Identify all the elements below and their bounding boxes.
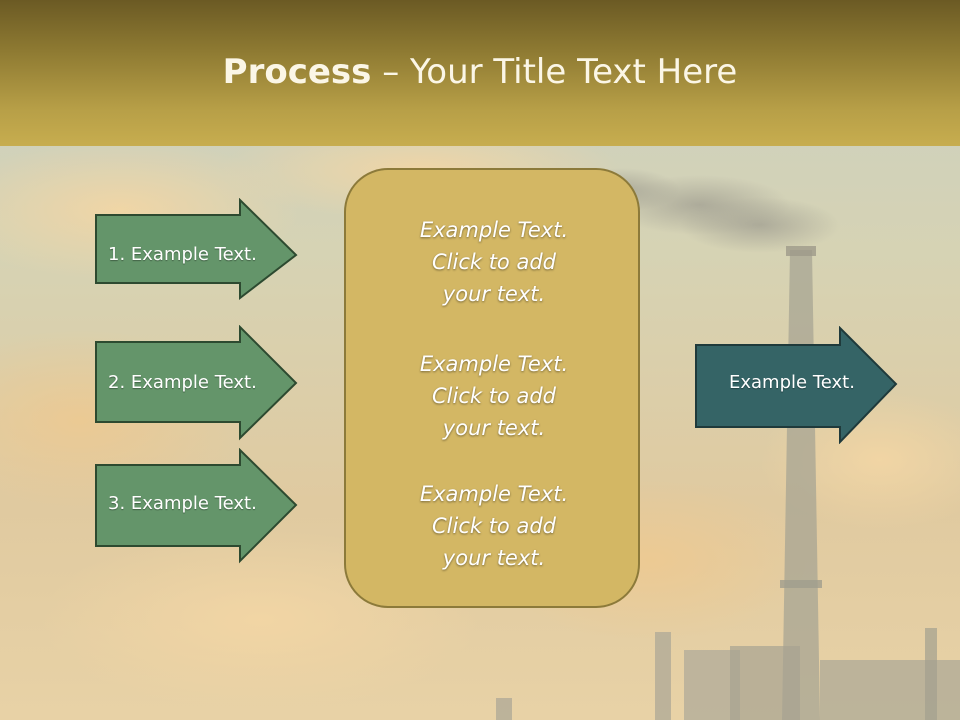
title-rest: Your Title Text Here	[410, 52, 738, 92]
center-block-3-line1: Example Text.	[419, 482, 569, 506]
center-block-1-line2: Click to add	[431, 250, 556, 274]
center-block-1: Example Text. Click to add your text.	[346, 214, 642, 310]
step-label-1: 1. Example Text.	[108, 244, 257, 265]
step-arrow-1[interactable]	[94, 198, 300, 302]
step-arrow-2[interactable]	[94, 325, 300, 441]
step-arrow-3[interactable]	[94, 448, 300, 564]
center-block-1-line1: Example Text.	[419, 218, 569, 242]
center-block-2-line2: Click to add	[431, 384, 556, 408]
result-arrow[interactable]	[694, 326, 900, 444]
step-label-3: 3. Example Text.	[108, 493, 257, 514]
title-bold: Process	[222, 52, 372, 92]
center-block-1-line3: your text.	[442, 282, 546, 306]
center-text-box[interactable]: Example Text. Click to add your text. Ex…	[344, 168, 640, 608]
step-label-2: 2. Example Text.	[108, 372, 257, 393]
center-block-2: Example Text. Click to add your text.	[346, 348, 642, 444]
result-label: Example Text.	[729, 372, 855, 393]
center-block-3-line2: Click to add	[431, 514, 556, 538]
center-block-2-line3: your text.	[442, 416, 546, 440]
center-block-2-line1: Example Text.	[419, 352, 569, 376]
slide-title[interactable]: Process – Your Title Text Here	[0, 52, 960, 92]
center-block-3: Example Text. Click to add your text.	[346, 478, 642, 574]
center-block-3-line3: your text.	[442, 546, 546, 570]
title-band	[0, 0, 960, 146]
title-dash: –	[371, 52, 411, 92]
